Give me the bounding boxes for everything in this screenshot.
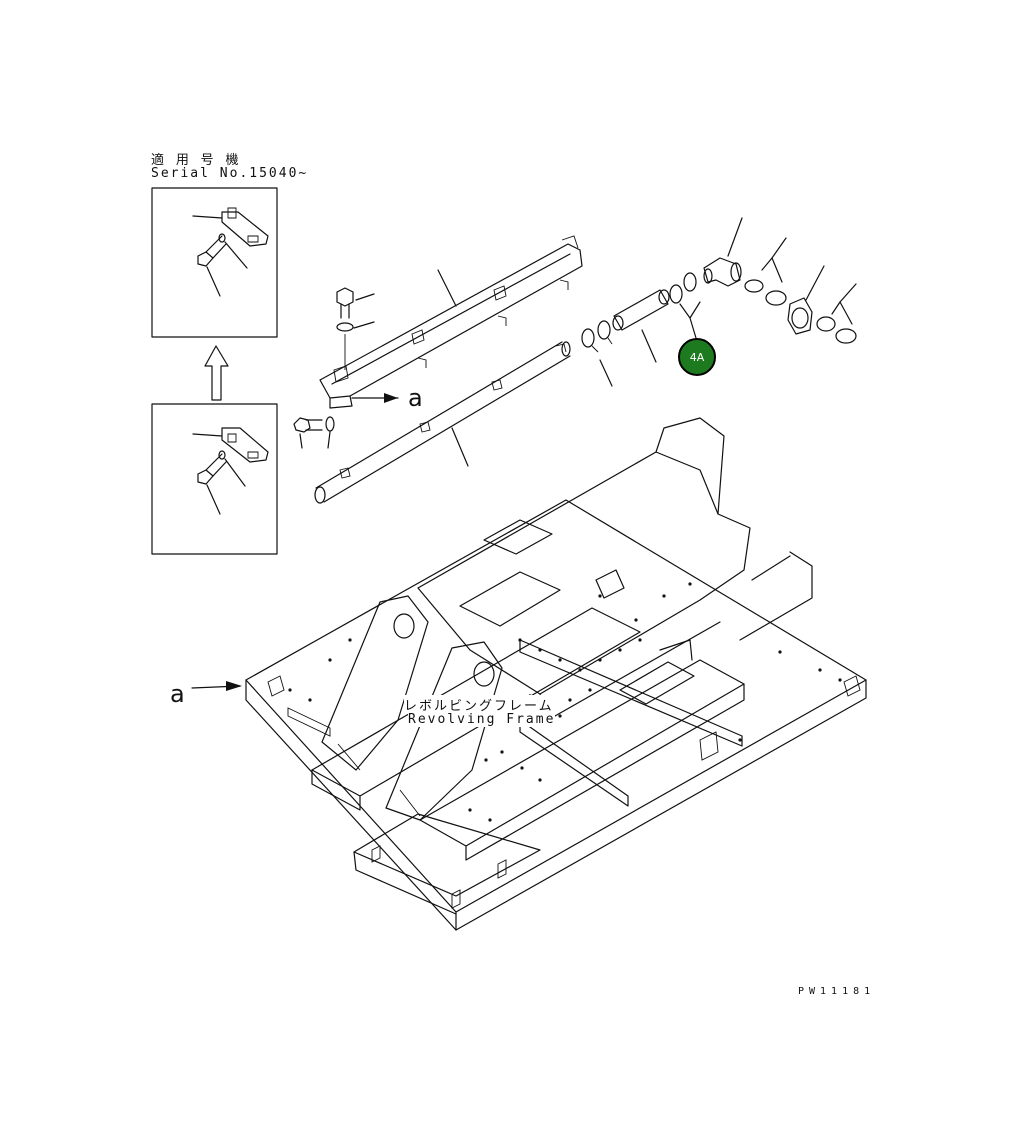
applicability-serial: Serial No.15040~ <box>151 166 309 181</box>
up-arrow <box>204 345 229 401</box>
view-a-label-lower: a <box>170 680 185 708</box>
frame-label-en: Revolving Frame <box>408 712 556 727</box>
hose-clamps <box>669 272 701 339</box>
view-a-label-upper: a <box>408 384 423 412</box>
bolt-washer-vertical <box>336 287 375 370</box>
callout-4a[interactable]: 4A <box>678 338 716 376</box>
callout-4a-label: 4A <box>689 350 705 364</box>
pipe-clamps <box>581 320 613 387</box>
view-arrow-upper <box>351 393 399 403</box>
drawing-code: PW11181 <box>798 986 876 997</box>
view-arrow-lower <box>191 681 242 691</box>
detail-box-old <box>151 403 278 555</box>
rubber-hose <box>612 289 670 363</box>
coupling-set <box>744 237 857 344</box>
long-pipe <box>314 341 571 504</box>
bolt-washer-horizontal <box>293 416 335 449</box>
applicability-jp: 適 用 号 機 <box>151 153 241 168</box>
mounting-rail <box>319 235 583 409</box>
elbow-fitting <box>703 217 743 287</box>
frame-label-jp: レボルビングフレーム <box>404 695 554 714</box>
detail-box-new <box>151 187 278 338</box>
revolving-frame <box>245 417 867 931</box>
frame-holes <box>288 582 842 822</box>
